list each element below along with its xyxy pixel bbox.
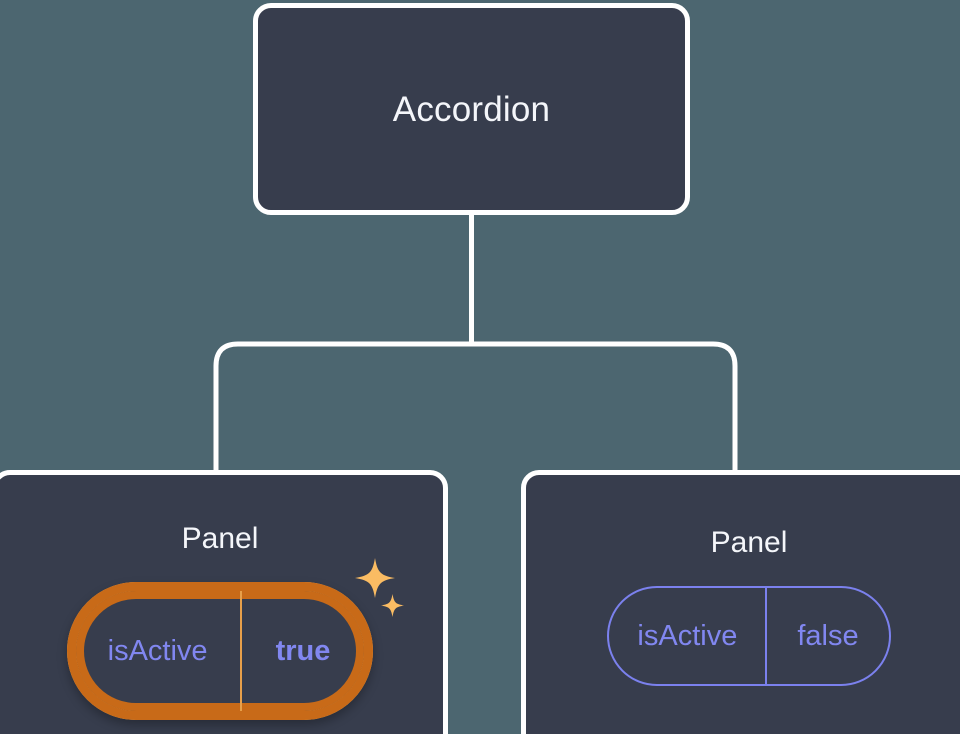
node-panel-left[interactable]: Panel isActive true <box>0 470 448 734</box>
prop-value-label: true <box>239 591 365 711</box>
prop-key-label: isActive <box>107 634 208 667</box>
prop-key-label: isActive <box>637 619 738 652</box>
prop-pill-left-wrap: isActive true <box>66 558 405 720</box>
node-accordion[interactable]: Accordion <box>253 3 690 215</box>
prop-pill-isactive-false[interactable]: isActive false <box>607 586 891 686</box>
node-panel-right-label: Panel <box>710 526 788 559</box>
node-accordion-label: Accordion <box>392 89 551 129</box>
node-panel-left-label: Panel <box>181 522 259 555</box>
prop-pill-right-wrap: isActive false <box>607 586 891 686</box>
prop-pill-isactive-true[interactable]: isActive true <box>66 582 374 720</box>
node-panel-right[interactable]: Panel isActive false <box>521 470 960 734</box>
connector-branch-bar <box>213 341 738 470</box>
prop-value-label: false <box>765 588 888 684</box>
